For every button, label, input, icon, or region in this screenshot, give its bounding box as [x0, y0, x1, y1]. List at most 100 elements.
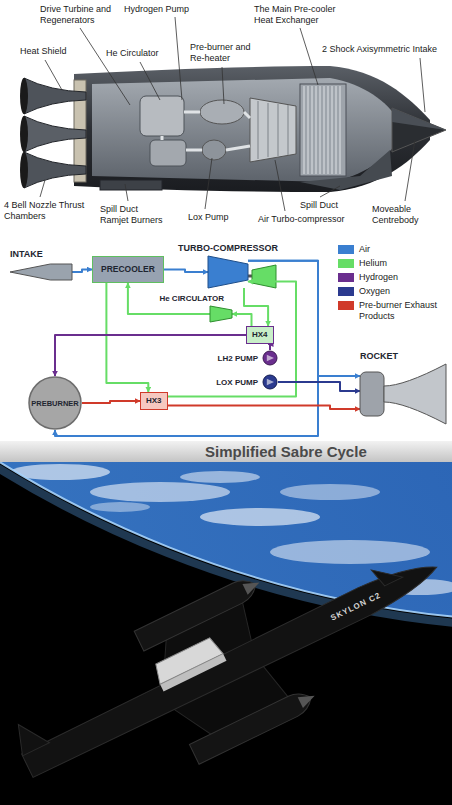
drawing-part: [320, 186, 340, 197]
drawing-part: [9, 716, 49, 756]
drawing-part: [300, 84, 346, 176]
drawing-part: [280, 484, 380, 500]
part-label: Hydrogen Pump: [124, 4, 189, 15]
cycle-panel: Simplified Sabre Cycle AirHeliumHydrogen…: [0, 236, 452, 462]
drawing-part: [24, 78, 86, 114]
process-box: HX3: [140, 392, 168, 410]
legend-swatch: [338, 273, 354, 282]
drawing-part: [300, 150, 392, 190]
flow-line: [244, 288, 268, 326]
drawing-part: [24, 116, 86, 152]
component-node: LOX PUMP: [262, 374, 278, 390]
node-label: LOX PUMP: [216, 377, 258, 388]
legend-text: Oxygen: [359, 286, 445, 297]
drawing-part: [371, 559, 402, 588]
node-shape: [262, 374, 278, 390]
drawing-part: [189, 688, 315, 765]
legend-row: Helium: [338, 258, 448, 269]
drawing-part: [270, 540, 430, 564]
legend-row: Oxygen: [338, 286, 448, 297]
part-label: Drive Turbine and Regenerators: [40, 4, 120, 26]
pump-symbol: [263, 351, 277, 365]
drawing-part: [161, 136, 164, 140]
drawing-part: [242, 577, 262, 595]
drawing-part: [10, 464, 452, 595]
part-label: 4 Bell Nozzle Thrust Chambers: [4, 200, 96, 222]
drawing-part: [244, 112, 250, 118]
drawing-part: [392, 108, 446, 152]
node-text: PRECOOLER: [101, 264, 155, 275]
preburner-symbol: [29, 377, 81, 429]
node-text: HX4: [252, 330, 268, 340]
part-label: Heat Shield: [20, 46, 67, 57]
legend-text: Helium: [359, 258, 445, 269]
leader-lines: [0, 0, 452, 234]
drawing-part: [74, 66, 430, 192]
drawing-part: [278, 104, 279, 156]
drawing-part: [180, 471, 260, 483]
flow-line: [232, 314, 252, 326]
drawing-part: [275, 160, 285, 211]
skylon-illustration: [0, 462, 452, 805]
part-label: He Circulator: [106, 48, 159, 59]
drawing-part: [303, 86, 304, 174]
flow-line: [268, 344, 270, 350]
node-label: INTAKE: [10, 248, 43, 260]
legend-row: Hydrogen: [338, 272, 448, 283]
flow-line: [55, 335, 246, 376]
flow-line: [106, 283, 148, 392]
pump-arrow: [267, 379, 274, 385]
drawing-part: [90, 482, 230, 502]
drawing-part: [252, 265, 276, 288]
legend-swatch: [338, 259, 354, 268]
turbomachine-symbol: [210, 306, 232, 322]
drawing-part: [21, 553, 443, 779]
drawing-part: [304, 86, 340, 174]
drawing-part: [200, 508, 320, 526]
node-label: ROCKET: [360, 350, 398, 362]
drawing-part: [125, 184, 128, 201]
drawing-part: [134, 574, 260, 651]
drawing-part: [20, 152, 28, 188]
drawing-part: [140, 96, 184, 136]
drawing-part: [307, 86, 308, 174]
legend: AirHeliumHydrogenOxygenPre-burner Exhaus…: [338, 244, 448, 325]
node-shape: [360, 364, 446, 424]
drawing-part: [162, 112, 250, 150]
drawing-part: [258, 101, 259, 159]
flow-line: [55, 261, 318, 436]
drawing-part: [90, 502, 150, 512]
drawing-part: [331, 86, 332, 174]
legend-text: Hydrogen: [359, 272, 445, 283]
component-node: LH2 PUMP: [262, 350, 278, 366]
drawing-part: [80, 28, 130, 105]
drawing-part: [20, 116, 28, 152]
flow-line: [168, 406, 360, 410]
drawing-part: [45, 60, 62, 90]
engine-cutaway: [0, 0, 452, 234]
drawing-part: [200, 100, 244, 124]
legend-text: Pre-burner Exhaust Products: [359, 300, 445, 322]
drawing-part: [150, 140, 186, 166]
flow-line: [72, 270, 92, 273]
diagram-title: Simplified Sabre Cycle: [205, 443, 367, 460]
flow-line: [278, 382, 360, 391]
part-label: The Main Pre-cooler Heat Exchanger: [254, 4, 354, 26]
drawing-part: [298, 690, 318, 708]
part-label: Lox Pump: [188, 212, 229, 223]
part-label: Air Turbo-compressor: [258, 214, 345, 225]
flow-line: [82, 401, 140, 403]
legend-text: Air: [359, 244, 445, 255]
drawing-part: [184, 111, 200, 114]
part-label: Pre-burner and Re-heater: [190, 42, 256, 64]
combustion-chamber: [360, 372, 384, 416]
drawing-part: [327, 86, 328, 174]
drawing-part: [92, 78, 398, 182]
space-panel: SKYLON C2: [0, 462, 452, 805]
node-shape: [262, 350, 278, 366]
node-label: TURBO-COMPRESSOR: [178, 242, 278, 254]
drawing-part: [40, 180, 45, 197]
drawing-part: [405, 140, 415, 201]
drawing-part: [151, 636, 223, 685]
drawing-part: [268, 103, 269, 157]
